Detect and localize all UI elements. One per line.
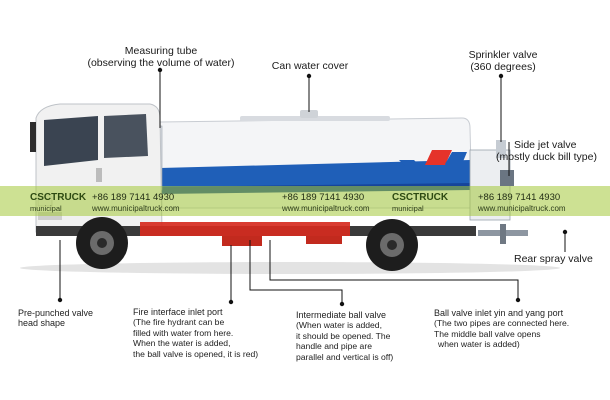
leader-ball-valve (269, 240, 519, 300)
label-intermediate-line-2: (When water is added, (296, 320, 382, 331)
label-intermediate-line-5: parallel and vertical is off) (296, 351, 394, 362)
label-sprinkler-valve: Sprinkler valve (360 degrees) (456, 49, 550, 73)
label-measuring-tube-title: Measuring tube (124, 45, 198, 57)
front-wheel (76, 217, 128, 269)
label-sprinkler-valve-sub: (360 degrees) (470, 61, 536, 73)
watermark-site-2: www.municipaltruck.com (281, 204, 370, 213)
label-intermediate-ball-valve: Intermediate ball valve (When water is a… (296, 310, 393, 362)
label-pre-punched-line-1: Pre-punched valve (18, 308, 94, 318)
chassis (36, 222, 476, 246)
rear-wheel (366, 219, 418, 271)
watermark-sub-2: municipal (392, 204, 424, 213)
label-ball-valve-line-4: when water is added) (438, 339, 520, 350)
label-ball-valve-line-3: The middle ball valve opens (434, 328, 541, 339)
watermark-site-3: www.municipaltruck.com (477, 204, 566, 213)
label-fire-interface-line-3: filled with water from here. (133, 327, 234, 338)
sprinkler-valve (496, 140, 506, 158)
label-rear-spray-valve: Rear spray valve (514, 253, 593, 265)
label-side-jet-valve-sub: (mostly duck bill type) (496, 151, 597, 163)
watermark-phone-1: +86 189 7141 4930 (92, 192, 174, 203)
water-tank (157, 110, 473, 209)
label-ball-valve-line-1: Ball valve inlet yin and yang port (434, 308, 564, 318)
label-fire-interface-line-2: (The fire hydrant can be (133, 317, 225, 328)
watermark-site-1: www.municipaltruck.com (91, 204, 180, 213)
label-intermediate-line-1: Intermediate ball valve (296, 310, 387, 320)
label-pre-punched-valve: Pre-punched valve head shape (18, 308, 93, 329)
label-rear-spray-valve-title: Rear spray valve (514, 253, 593, 265)
label-can-water-cover: Can water cover (258, 60, 362, 72)
label-measuring-tube-sub: (observing the volume of water) (87, 57, 235, 69)
leader-lines (59, 70, 566, 304)
label-side-jet-valve-title: Side jet valve (514, 139, 577, 151)
label-fire-interface-line-4: When the water is added, (133, 338, 231, 349)
label-can-water-cover-title: Can water cover (271, 60, 349, 72)
label-fire-interface-line-5: the ball valve is opened, it is red) (133, 348, 259, 359)
water-cover (300, 110, 318, 118)
label-measuring-tube: Measuring tube (observing the volume of … (78, 45, 244, 69)
label-ball-valve-line-2: (The two pipes are connected here. (434, 318, 570, 329)
label-fire-interface-line-1: Fire interface inlet port (133, 307, 223, 317)
watermark-phone-3: +86 189 7141 4930 (478, 192, 560, 203)
label-fire-interface: Fire interface inlet port (The fire hydr… (133, 307, 258, 359)
side-jet-valve (500, 170, 514, 186)
label-side-jet-valve: Side jet valve (mostly duck bill type) (496, 139, 597, 163)
watermark-sub-1: municipal (30, 204, 62, 213)
label-ball-valve-inlet: Ball valve inlet yin and yang port (The … (434, 308, 569, 350)
label-intermediate-line-4: handle and pipe are (296, 341, 372, 352)
leader-dots (57, 67, 568, 307)
ground-shadow (20, 262, 560, 274)
watermark-brand-1: CSCTRUCK (30, 192, 87, 203)
leader-intermediate (249, 240, 343, 304)
watermark-phone-2: +86 189 7141 4930 (282, 192, 364, 203)
label-sprinkler-valve-title: Sprinkler valve (468, 49, 538, 61)
watermark-banner: CSCTRUCK +86 189 7141 4930 www.municipal… (0, 186, 610, 216)
watermark-brand-2: CSCTRUCK (392, 192, 449, 203)
label-intermediate-line-3: it should be opened. The (296, 330, 391, 341)
label-pre-punched-line-2: head shape (18, 318, 66, 329)
